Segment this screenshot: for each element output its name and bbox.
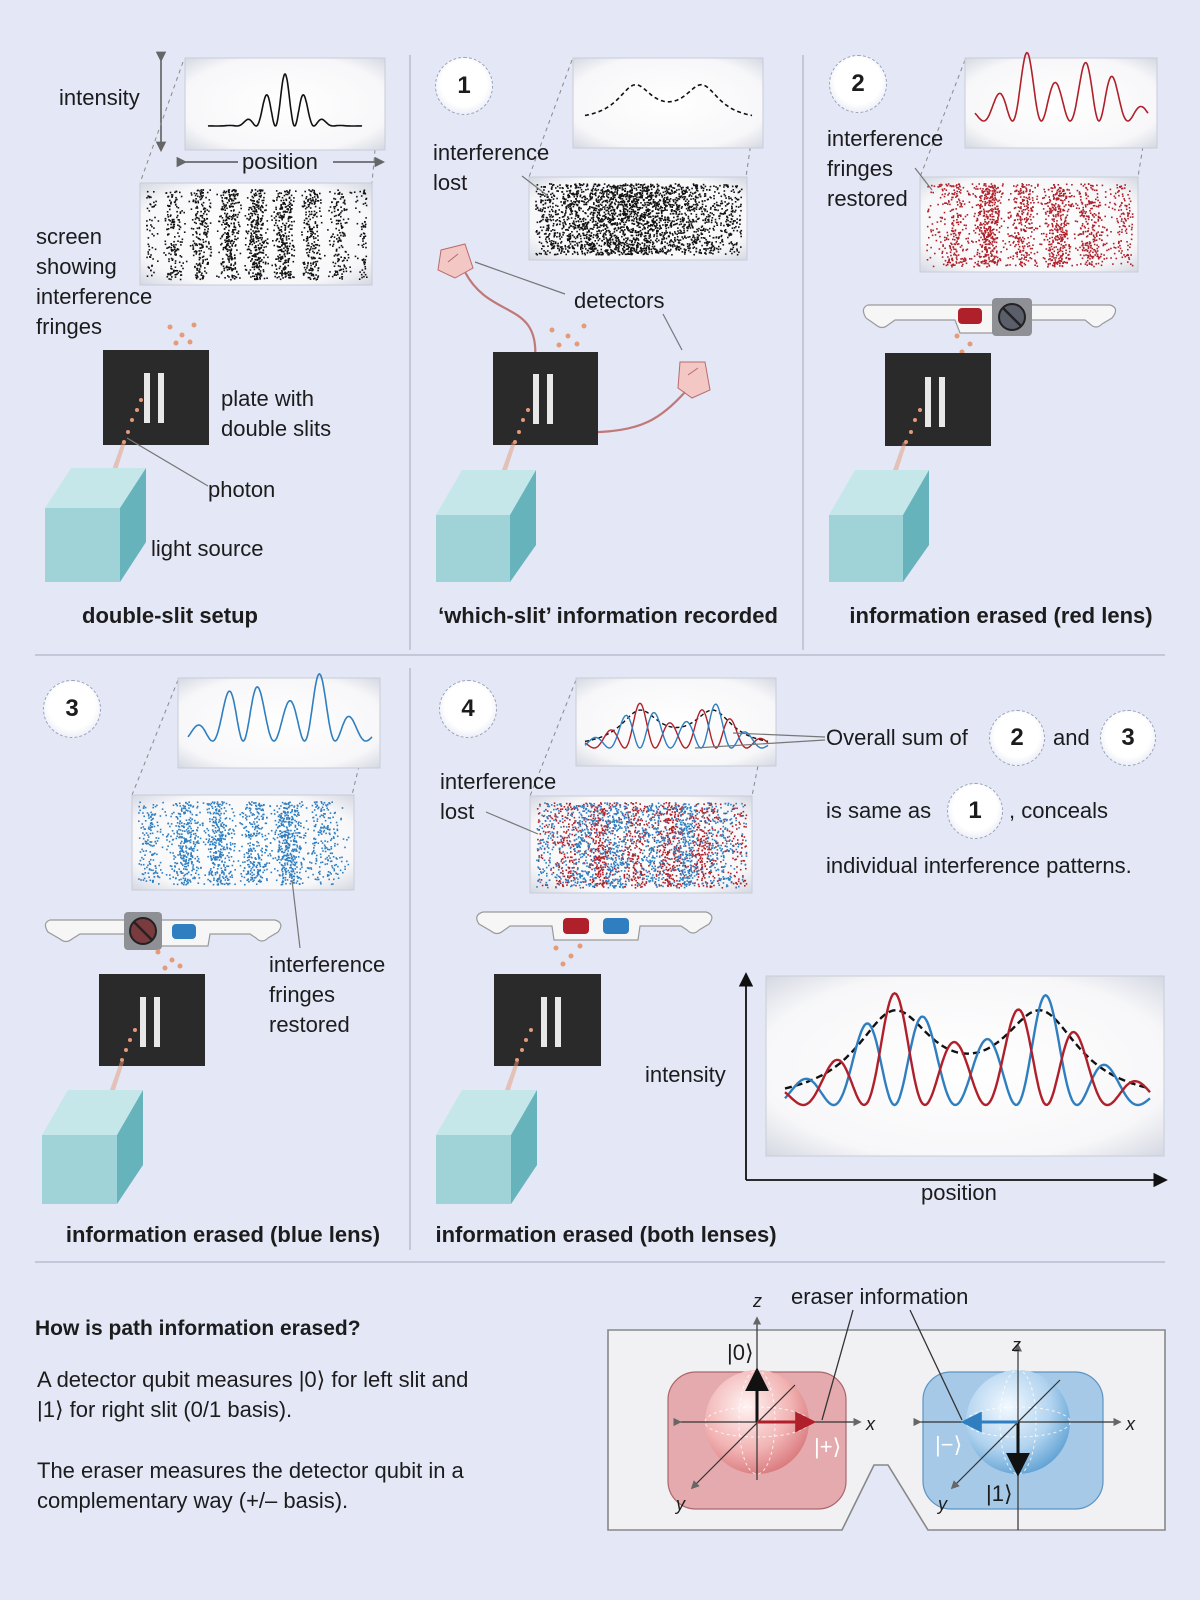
- bloch-glasses: [607, 1309, 1166, 1531]
- setup-title: double-slit setup: [82, 603, 258, 628]
- intensity-plot-frame-2: [964, 57, 1158, 149]
- intensity-plot-frame-4: [575, 677, 777, 767]
- bottom-para-2: The eraser measures the detector qubit i…: [37, 1458, 464, 1513]
- intensity-curve-2: [974, 51, 1149, 122]
- photon-pointer: [126, 437, 209, 487]
- screen-dots-4: [536, 802, 748, 889]
- light-source-cube-3: [42, 1090, 143, 1204]
- envelope-curve-large: [784, 1009, 1151, 1090]
- left-axis-x: x: [866, 1414, 875, 1434]
- intensity-curve-1: [584, 83, 753, 117]
- plot-ylabel: intensity: [645, 1062, 726, 1087]
- left-axis-z: z: [753, 1291, 762, 1311]
- fringes-restored-label-2: interference fringes restored: [827, 126, 944, 211]
- bottom-heading: How is path information erased?: [35, 1317, 361, 1340]
- red-curve-large: [784, 991, 1151, 1107]
- detectors-label: detectors: [574, 288, 665, 313]
- panel-1-title: ‘which-slit’ information recorded: [438, 603, 778, 628]
- double-slit-plate-2: [885, 353, 991, 446]
- intensity-plot-frame: [184, 57, 386, 151]
- screen-label: screen showing interference fringes: [36, 224, 153, 339]
- bottom-para-1: A detector qubit measures |0⟩ for left s…: [37, 1367, 469, 1422]
- intensity-plot-frame-1: [572, 57, 764, 149]
- glasses-both-lenses: [476, 911, 713, 941]
- double-slit-plate-3: [99, 974, 205, 1066]
- fringes-restored-label-3: interference fringes restored: [269, 952, 386, 1037]
- left-axis-y: y: [676, 1494, 685, 1514]
- badge-3: 3: [43, 680, 101, 738]
- sum-note-part1: Overall sum of: [826, 725, 968, 750]
- plate-label: plate with double slits: [221, 386, 332, 441]
- panel-4: [436, 677, 1168, 1204]
- double-slit-plate: [103, 350, 209, 445]
- right-state-minus: |−⟩: [935, 1432, 963, 1457]
- photon-dots: [167, 322, 197, 346]
- panel-1: [436, 57, 764, 582]
- right-axis-z: z: [1012, 1335, 1021, 1355]
- panel-2: [829, 51, 1158, 582]
- light-source-cube-4: [436, 1090, 537, 1204]
- note-badge-1: 1: [947, 783, 1003, 839]
- fringe-dots-setup: [146, 189, 368, 281]
- lost-pointer-1: [521, 175, 549, 197]
- right-axis-y: y: [938, 1494, 947, 1514]
- detector-left-icon: [437, 243, 474, 279]
- left-state-plus: |+⟩: [814, 1434, 842, 1459]
- detector-right-icon: [677, 361, 711, 399]
- panel-2-title: information erased (red lens): [849, 603, 1153, 628]
- double-slit-plate-4: [494, 974, 601, 1066]
- setup-panel: [45, 51, 386, 582]
- interference-lost-label-1: interference lost: [433, 140, 550, 195]
- intensity-plot-frame-3: [177, 677, 381, 769]
- double-slit-plate-1: [493, 352, 598, 445]
- badge-4: 4: [439, 680, 497, 738]
- right-axis-x: x: [1126, 1414, 1135, 1434]
- blue-curve-large: [784, 993, 1151, 1107]
- projection-lines: [139, 61, 384, 184]
- note-badge-3: 3: [1100, 710, 1156, 766]
- panel-dividers: [35, 55, 1165, 1263]
- light-source-cube-1: [436, 470, 536, 582]
- note-badge-2: 2: [989, 710, 1045, 766]
- envelope-curve-small: [584, 709, 769, 743]
- photon-beam: [112, 398, 143, 470]
- panel-3: [42, 672, 381, 1204]
- sum-note-and: and: [1053, 725, 1090, 750]
- interference-lost-label-4: interference lost: [440, 769, 557, 824]
- light-source-cube-2: [829, 470, 929, 582]
- panel-3-title: information erased (blue lens): [65, 1222, 381, 1247]
- glasses-red-lens: [862, 298, 1117, 336]
- position-label: position: [242, 149, 318, 174]
- large-intensity-plot: [738, 972, 1168, 1188]
- intensity-curve-3: [187, 672, 373, 742]
- screen-dots-2: [926, 183, 1134, 268]
- screen-dots-1: [535, 183, 743, 256]
- light-source-cube: [45, 468, 146, 582]
- badge-2: 2: [829, 55, 887, 113]
- intensity-curve-setup: [207, 73, 363, 127]
- intensity-label: intensity: [59, 85, 140, 110]
- light-source-label: light source: [151, 536, 264, 561]
- eraser-information-label: eraser information: [791, 1284, 969, 1309]
- blue-curve-small: [584, 703, 769, 749]
- glasses-blue-lens: [44, 912, 282, 950]
- right-state-one: |1⟩: [986, 1481, 1013, 1506]
- sum-note-line3: individual interference patterns.: [826, 853, 1132, 878]
- sum-note-is-same: is same as: [826, 798, 932, 823]
- panel-4-title: information erased (both lenses): [435, 1222, 777, 1247]
- plot-xlabel: position: [921, 1180, 997, 1205]
- photon-dots-1: [549, 323, 587, 348]
- left-state-zero: |0⟩: [727, 1340, 754, 1365]
- badge-1: 1: [435, 57, 493, 115]
- photon-label: photon: [208, 477, 276, 502]
- screen-dots-3: [138, 801, 350, 886]
- sum-note-conceals: , conceals: [1009, 798, 1109, 823]
